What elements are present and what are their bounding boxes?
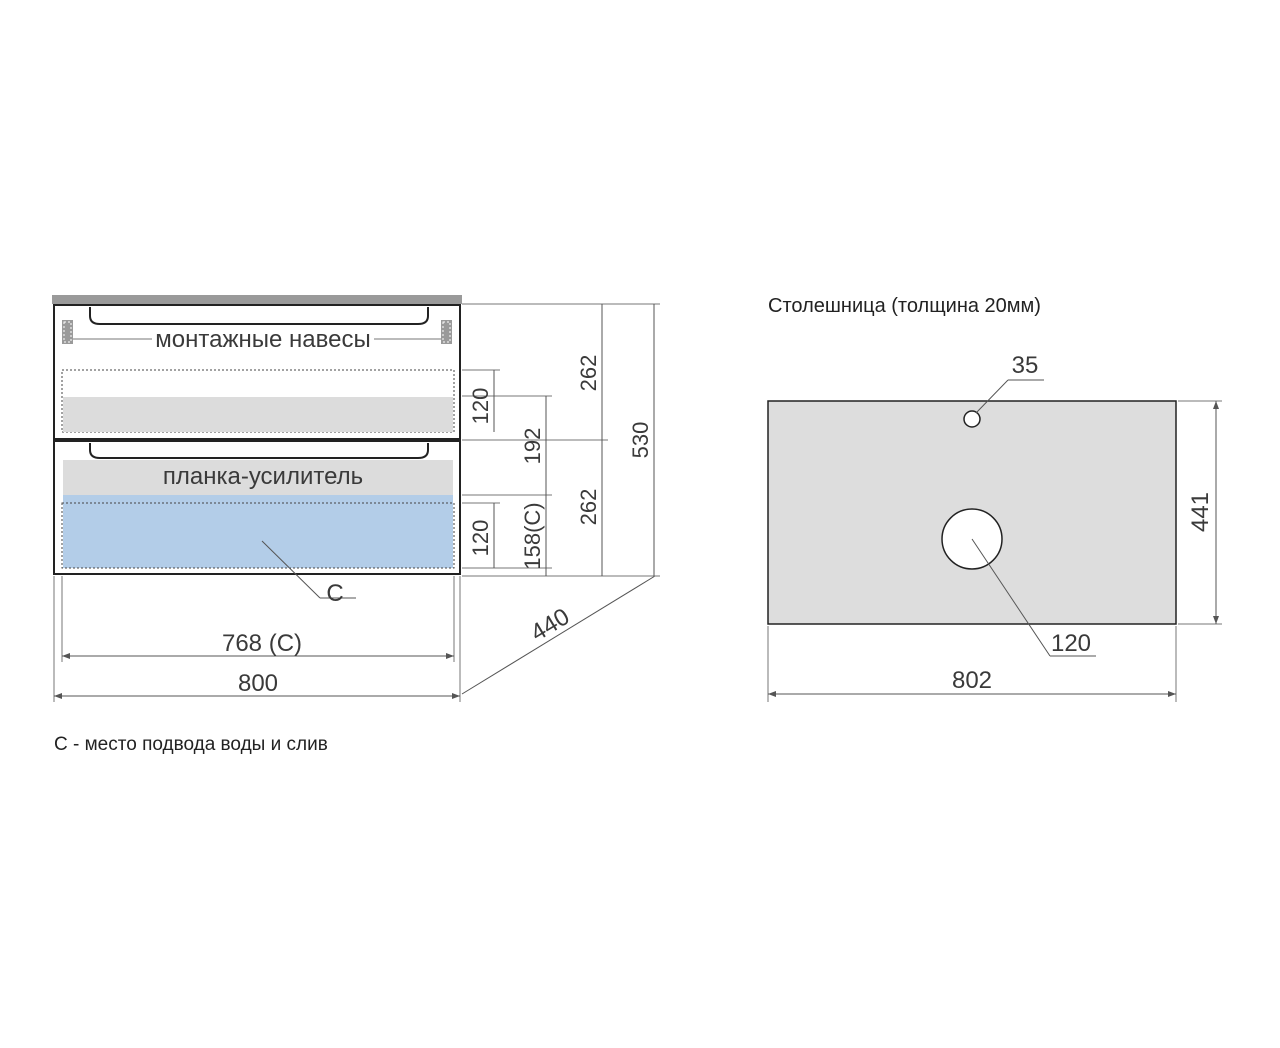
mounting-hanger-right-icon bbox=[441, 320, 452, 344]
countertop-title: Столешница (толщина 20мм) bbox=[768, 295, 1041, 317]
lower-drawer-frame bbox=[53, 440, 461, 575]
dim-drawer-bottom-height: 262 bbox=[576, 489, 601, 526]
dim-top-depth: 441 bbox=[1187, 492, 1214, 532]
reinforcement-bar-label: планка-усилитель bbox=[163, 463, 363, 490]
upper-drawer-frame bbox=[53, 304, 461, 440]
dim-shelf-height: 120 bbox=[468, 388, 493, 425]
dim-tap-hole: 35 bbox=[1012, 352, 1039, 379]
connection-zone-outline bbox=[61, 502, 455, 569]
front-dimensions: 768 (С) 800 440 120 120 192 158(С) 262 bbox=[53, 303, 660, 702]
dim-connection-height: 158(С) bbox=[520, 502, 545, 569]
mounting-hanger-left-icon bbox=[62, 320, 73, 344]
dim-mid-offset: 192 bbox=[520, 428, 545, 465]
dim-drain-hole: 120 bbox=[1051, 630, 1091, 657]
cabinet-front-view: монтажные навесы планка-усилитель С bbox=[52, 295, 462, 607]
mounting-hangers-label: монтажные навесы bbox=[155, 326, 370, 353]
connection-leader bbox=[261, 540, 321, 599]
connection-marker-label: С bbox=[326, 580, 343, 607]
upper-reinforcement-panel bbox=[63, 397, 453, 432]
dim-lower-zone-height: 120 bbox=[468, 520, 493, 557]
legend-note: С - место подвода воды и слив bbox=[54, 734, 328, 755]
tap-hole bbox=[963, 410, 981, 428]
dim-width-total: 800 bbox=[238, 670, 278, 697]
reinforcement-bar-panel bbox=[63, 460, 453, 495]
upper-handle bbox=[89, 307, 429, 325]
connection-zone bbox=[63, 495, 453, 568]
dim-width-connection: 768 (С) bbox=[222, 630, 302, 657]
countertop-strip bbox=[52, 295, 462, 304]
dim-drawer-top-height: 262 bbox=[576, 355, 601, 392]
dim-top-width: 802 bbox=[952, 667, 992, 694]
countertop-top-view: Столешница (толщина 20мм) 35 120 802 441 bbox=[767, 295, 1222, 702]
lower-handle bbox=[89, 443, 429, 459]
dim-height-total: 530 bbox=[628, 422, 653, 459]
dim-depth: 440 bbox=[526, 603, 574, 647]
